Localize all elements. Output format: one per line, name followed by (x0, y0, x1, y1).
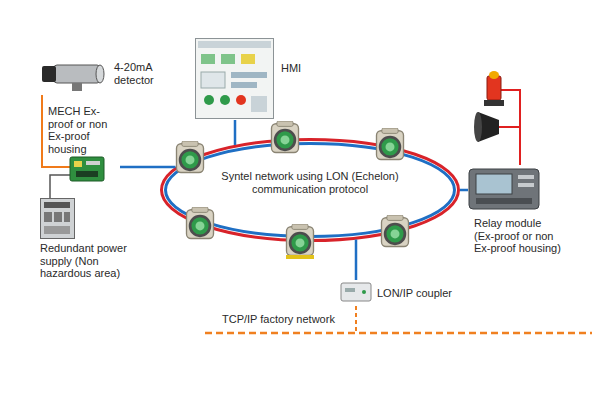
drawing-part (476, 198, 532, 204)
node-label: LON/IP coupler (377, 287, 457, 300)
drawing-part (204, 95, 214, 105)
network-cable (49, 185, 51, 198)
hmi-screen-icon (195, 38, 275, 120)
field-detector: 4-20mA detector (40, 55, 160, 95)
drawing-part (86, 161, 100, 165)
relay-module: Relay module (Ex-proof or non Ex-proof h… (468, 165, 568, 285)
drawing-part (44, 202, 70, 208)
network-cable (460, 189, 468, 192)
drawing-part (42, 66, 56, 82)
drawing-part (50, 175, 70, 185)
drawing-part (241, 54, 255, 64)
network-cable (234, 120, 237, 145)
drawing-part (236, 95, 246, 105)
lon-ip-coupler: LON/IP coupler (340, 280, 458, 306)
beacon-base (484, 100, 504, 106)
drawing-part (166, 144, 455, 237)
lon-network-ring: Syntel network using LON (Echelon) commu… (160, 138, 460, 242)
horn-mouth (474, 112, 482, 142)
drawing-part (44, 226, 70, 234)
drawing-part (345, 288, 355, 292)
network-cable (355, 239, 358, 280)
drawing-part (221, 54, 235, 64)
drawing-part (54, 65, 100, 83)
drawing-part (476, 174, 512, 194)
drawing-part (96, 65, 104, 83)
drawing-part (341, 283, 371, 301)
drawing-part (76, 171, 98, 177)
detector-icon (40, 55, 112, 95)
drawing-part (362, 290, 366, 294)
gas-detector (272, 121, 299, 153)
drawing-part (251, 96, 267, 112)
drawing-part (196, 39, 274, 119)
coupler-uplink (355, 306, 357, 333)
drawing-part (70, 157, 104, 181)
node-label: HMI (281, 62, 305, 75)
drawing-part (201, 72, 225, 88)
drawing-part (74, 161, 82, 167)
node-label: MECH Ex-proof or non Ex-proof housing (48, 105, 116, 155)
power-supply: Redundant power supply (Non hazardous ar… (30, 198, 130, 288)
drawing-part (162, 140, 459, 241)
network-label: TCP/IP factory network (222, 313, 335, 326)
node-label: 4-20mA detector (114, 61, 160, 86)
drawing-part (231, 72, 267, 78)
yellow-band (286, 255, 314, 259)
hmi-panel: HMI (195, 38, 305, 120)
beacon-body (487, 76, 501, 100)
drawing-part (469, 169, 539, 209)
node-label: Redundant power supply (Non hazardous ar… (40, 242, 132, 280)
drawing-part (54, 212, 62, 222)
node-label: Relay module (Ex-proof or non Ex-proof h… (474, 217, 564, 255)
mech-housing: MECH Ex-proof or non Ex-proof housing (40, 105, 120, 185)
network-cable (41, 95, 43, 105)
network-cable (120, 166, 175, 169)
relay-module-icon (468, 165, 548, 213)
horn-body (478, 112, 499, 142)
node-label: Syntel network using LON (Echelon) commu… (215, 170, 405, 195)
drawing-part (231, 82, 257, 88)
drawing-part (41, 199, 75, 239)
drawing-part (220, 95, 230, 105)
coupler-icon (340, 280, 374, 304)
power-cabinet-icon (40, 198, 80, 240)
drawing-part (518, 175, 534, 179)
alarm-wire (499, 90, 520, 165)
drawing-part (64, 212, 70, 222)
drawing-part (198, 41, 271, 48)
factory-network-line (205, 332, 592, 335)
drawing-part (44, 212, 52, 222)
beacon-dome (489, 71, 499, 79)
drawing-part (72, 83, 82, 91)
drawing-part (201, 54, 215, 64)
drawing-part (518, 183, 534, 187)
